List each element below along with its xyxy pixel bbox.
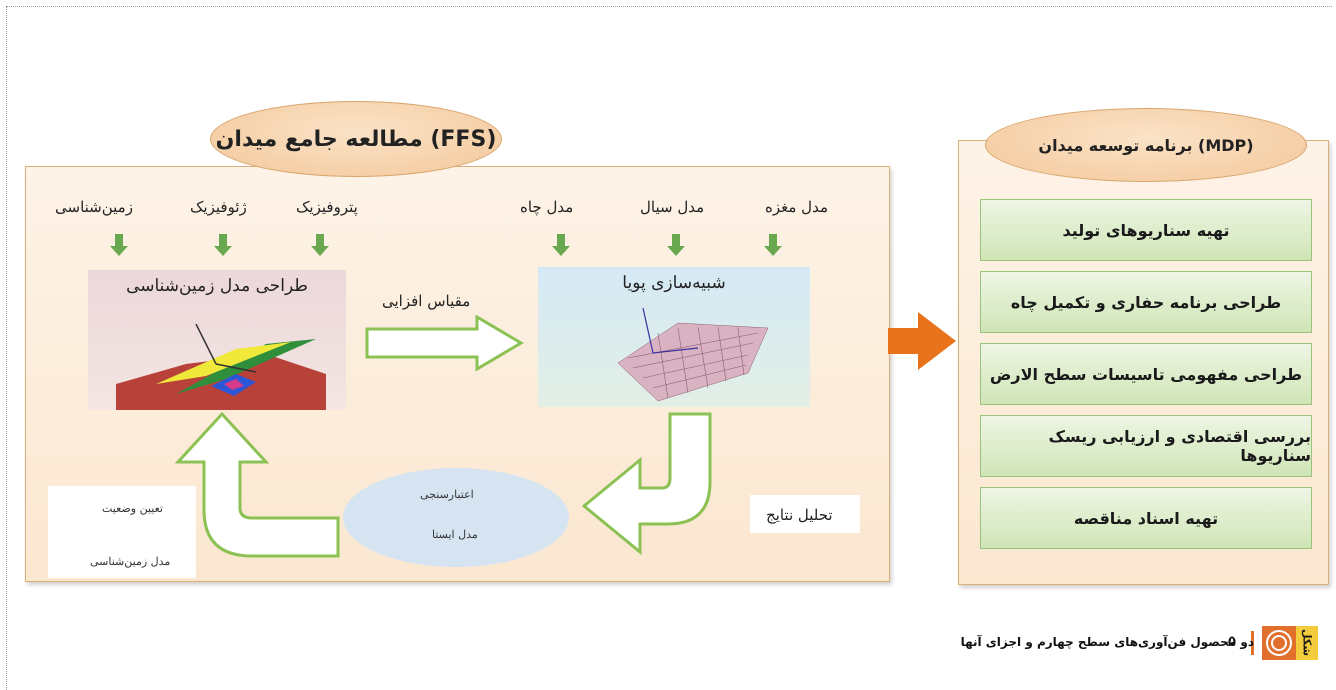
validation-label-line2: مدل ایستا	[432, 528, 478, 541]
geology-status-box	[48, 486, 196, 578]
down-arrow-icon	[667, 234, 685, 256]
ffs-title: (FFS) مطالعه جامع میدان	[210, 101, 502, 177]
upscaling-label: مقیاس افزایی	[382, 292, 471, 310]
dynamic-simulation-title: شبیه‌سازی پویا	[622, 273, 726, 293]
geology-status-line2: مدل زمین‌شناسی	[90, 555, 171, 568]
simulation-grid-image	[617, 307, 769, 402]
update-curved-arrow-icon	[174, 412, 340, 558]
results-curved-arrow-icon	[582, 412, 712, 556]
caption-figure-tab: شکل	[1296, 626, 1318, 660]
figure-frame	[6, 6, 1332, 690]
results-analysis-label: تحلیل نتایج	[766, 506, 833, 524]
geological-model-title: طراحی مدل زمین‌شناسی	[126, 276, 308, 296]
input-geology: زمین‌شناسی	[55, 198, 133, 216]
caption-number: ۵	[1228, 634, 1236, 649]
mdp-item-surface-facilities: طراحی مفهومی تاسیسات سطح الارض	[980, 343, 1312, 405]
mdp-item-tender-documents: تهیه اسناد مناقصه	[980, 487, 1312, 549]
validation-label-line1: اعتبارسنجی	[420, 488, 474, 501]
mdp-item-economic-risk: بررسی اقتصادی و ارزیابی ریسک سناریوها	[980, 415, 1312, 477]
mdp-item-production-scenarios: تهیه سناریوهای تولید	[980, 199, 1312, 261]
validation-ellipse	[343, 468, 569, 567]
mdp-item-drilling-program: طراحی برنامه حفاری و تکمیل چاه	[980, 271, 1312, 333]
down-arrow-icon	[552, 234, 570, 256]
upscaling-arrow-icon	[365, 315, 524, 371]
caption-divider	[1251, 631, 1254, 655]
input-petrophysics: پتروفیزیک	[296, 198, 358, 216]
down-arrow-icon	[311, 234, 329, 256]
caption-text: دو محصول فن‌آوری‌های سطح چهارم و اجزای آ…	[960, 635, 1254, 649]
input-core-model: مدل مغزه	[765, 198, 828, 216]
results-analysis-box	[750, 495, 860, 533]
dynamic-simulation-box: شبیه‌سازی پویا	[538, 267, 810, 407]
geological-model-box: طراحی مدل زمین‌شناسی	[88, 270, 346, 410]
ffs-to-mdp-arrow-icon	[888, 312, 956, 370]
geological-model-image	[116, 324, 326, 410]
down-arrow-icon	[764, 234, 782, 256]
down-arrow-icon	[214, 234, 232, 256]
caption-target-icon	[1262, 626, 1296, 660]
down-arrow-icon	[110, 234, 128, 256]
input-well-model: مدل چاه	[520, 198, 574, 216]
mdp-title: (MDP) برنامه توسعه میدان	[985, 108, 1307, 182]
geology-status-line1: تعیین وضعیت	[102, 502, 163, 515]
input-geophysics: ژئوفیزیک	[190, 198, 247, 216]
input-fluid-model: مدل سیال	[640, 198, 705, 216]
